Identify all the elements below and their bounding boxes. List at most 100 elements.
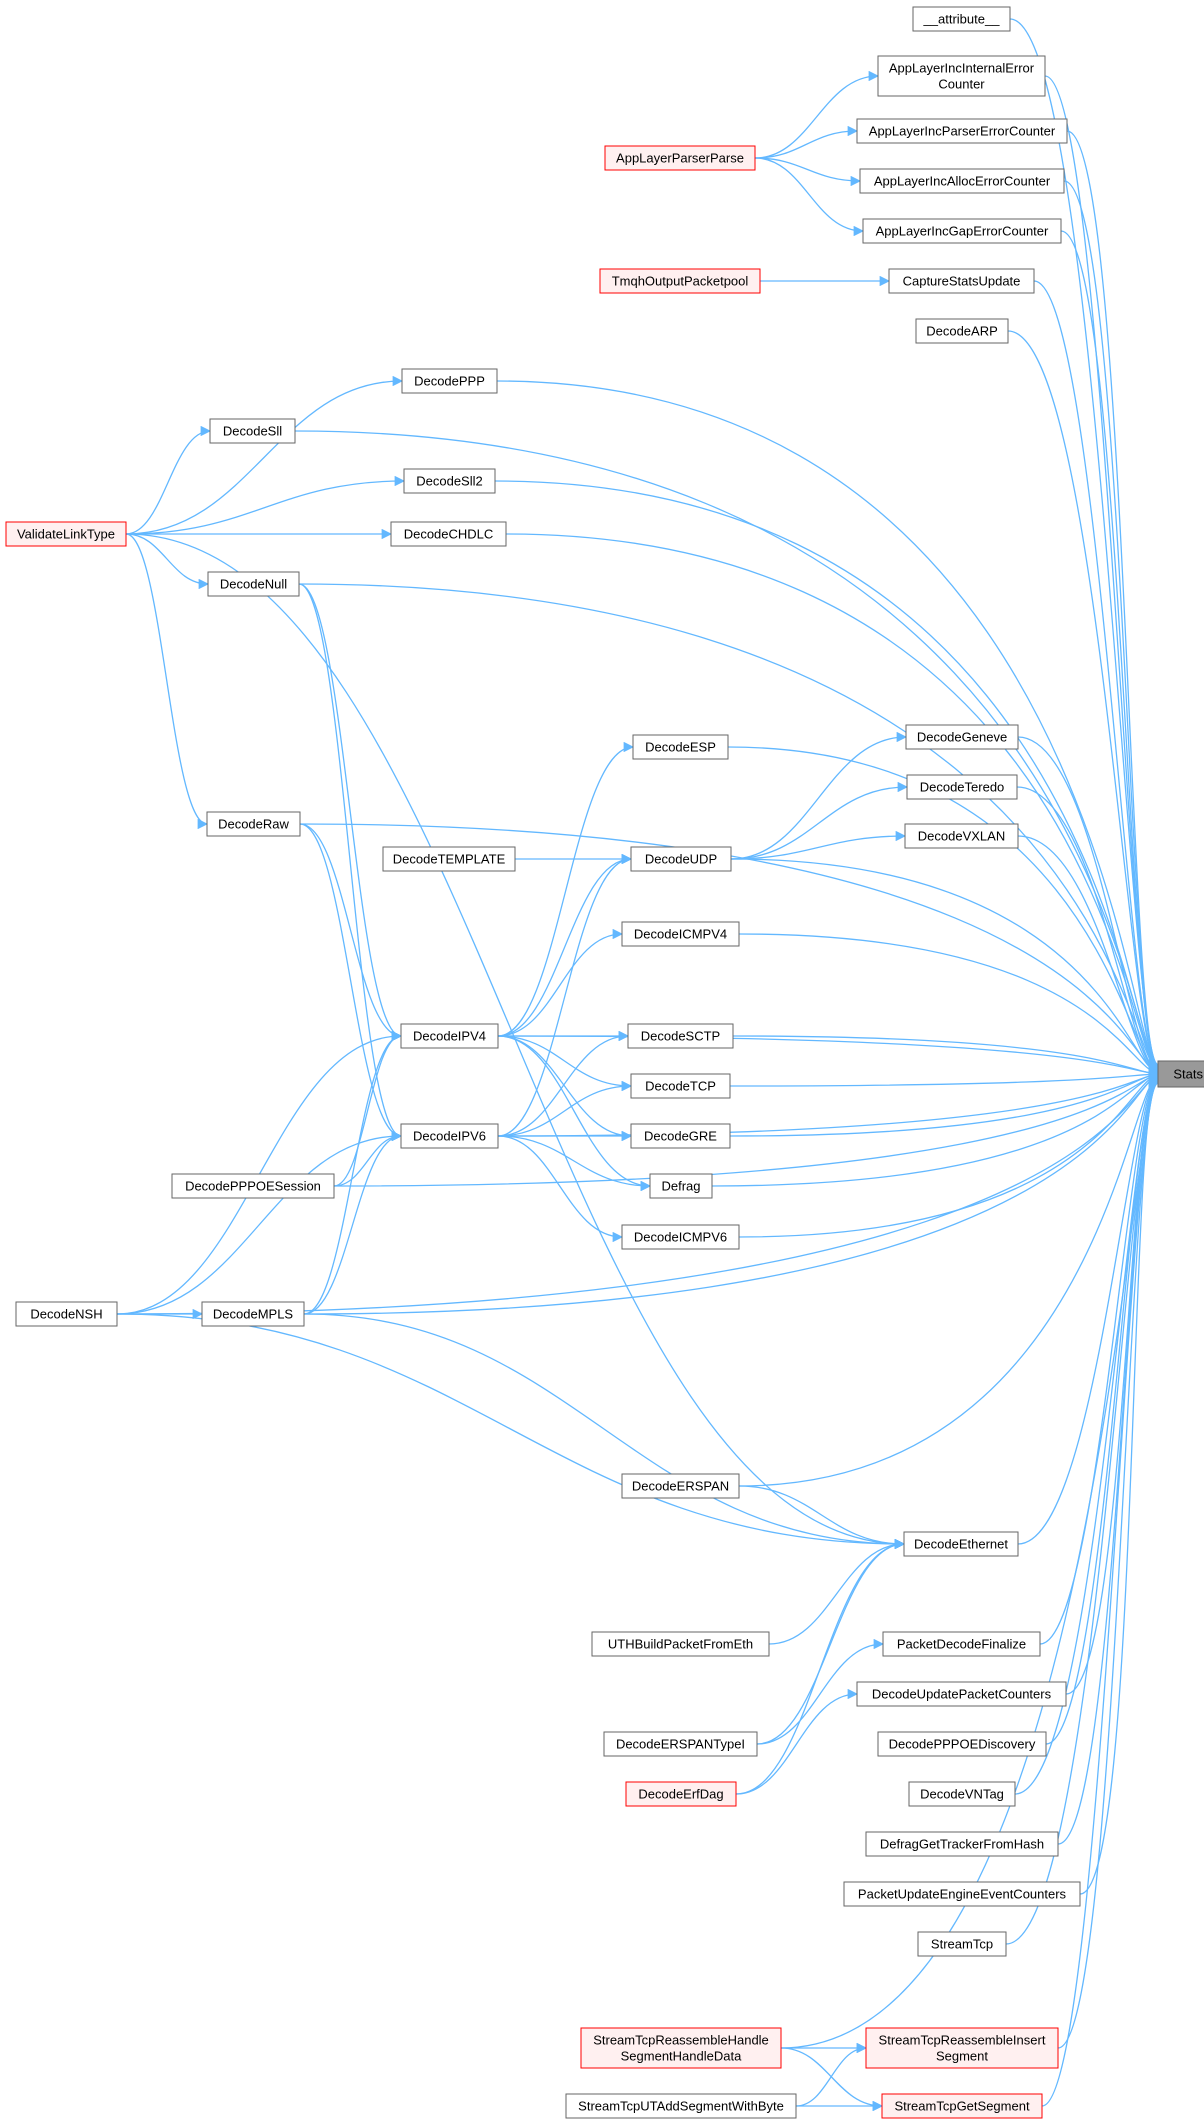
node-label: DecodeERSPANTypeI [616,1737,745,1752]
node-Defrag[interactable]: Defrag [649,1173,713,1199]
node-UTHBuildPacketFromEth[interactable]: UTHBuildPacketFromEth [591,1631,770,1657]
node-box [400,1123,499,1149]
node-label: DecodePPP [414,374,485,389]
node-DecodePPPOEDiscovery[interactable]: DecodePPPOEDiscovery [877,1731,1047,1757]
node-PacketDecodeFinalize[interactable]: PacketDecodeFinalize [882,1631,1041,1657]
node-label: DecodeSll2 [416,474,483,489]
node-DecodeCHDLC[interactable]: DecodeCHDLC [390,521,507,547]
node-DecodeNull[interactable]: DecodeNull [207,571,300,597]
edge-ValidateLinkType-to-DecodeNull [125,533,210,590]
node-label: DecodeCHDLC [404,527,494,542]
node-StreamTcp[interactable]: StreamTcp [917,1931,1007,1957]
edge-StreamTcpGetSegment-to-StatsIncr [1041,1078,1160,2107]
edge-StreamTcpUTAddSegmentWithByte-to-StreamTcpReassembleInsertSegment [795,2042,868,2107]
node-AppLayerIncParserErrorCounter[interactable]: AppLayerIncParserErrorCounter [856,118,1068,144]
node-DecodeEthernet[interactable]: DecodeEthernet [903,1531,1019,1557]
node-DecodePPPOESession[interactable]: DecodePPPOESession [171,1173,335,1199]
node-DecodeTEMPLATE[interactable]: DecodeTEMPLATE [382,846,516,872]
edge-AppLayerParserParse-to-AppLayerIncGapErrorCounter [754,157,865,237]
node-DecodeUDP[interactable]: DecodeUDP [630,846,732,872]
node-DecodePPP[interactable]: DecodePPP [401,368,498,394]
node-label: DecodeICMPV4 [634,927,727,942]
node-DecodeTeredo[interactable]: DecodeTeredo [906,774,1018,800]
node-label: DecodeICMPV6 [634,1230,727,1245]
node-attribute[interactable]: __attribute__ [912,6,1011,32]
node-box [627,1023,734,1049]
node-label: StreamTcpReassembleHandle [593,2033,769,2048]
node-label: AppLayerIncParserErrorCounter [869,124,1056,139]
edge-DecodePPP-to-StatsIncr [496,380,1160,1073]
node-box [904,823,1019,849]
node-label: DecodePPPOESession [185,1179,321,1194]
node-DecodeTCP[interactable]: DecodeTCP [630,1073,731,1099]
edge-StreamTcp-to-StatsIncr [1005,1076,1160,1945]
node-DecodeIPV4[interactable]: DecodeIPV4 [400,1023,499,1049]
node-DecodeESP[interactable]: DecodeESP [632,734,729,760]
node-TmqhOutputPacketpool[interactable]: TmqhOutputPacketpool [599,268,761,294]
node-box [859,168,1065,194]
node-DecodeSll2[interactable]: DecodeSll2 [403,468,496,494]
node-DecodeVXLAN[interactable]: DecodeVXLAN [904,823,1019,849]
node-box [888,268,1035,294]
node-DecodeIPV6[interactable]: DecodeIPV6 [400,1123,499,1149]
node-DecodeARP[interactable]: DecodeARP [915,318,1009,344]
node-label: AppLayerIncInternalError [889,61,1035,76]
edge-AppLayerParserParse-to-AppLayerIncParserErrorCounter [754,125,859,159]
node-DecodeERSPANTypeI[interactable]: DecodeERSPANTypeI [603,1731,758,1757]
edge-DecodeIPV4-to-StatsIncr [497,1035,1160,1079]
node-DecodeGRE[interactable]: DecodeGRE [630,1123,731,1149]
node-box [649,1173,713,1199]
node-StreamTcpUTAddSegmentWithByte[interactable]: StreamTcpUTAddSegmentWithByte [565,2093,797,2119]
node-box [599,268,761,294]
node-DefragGetTrackerFromHash[interactable]: DefragGetTrackerFromHash [865,1831,1059,1857]
node-StreamTcpReassembleHandleSegmentHandleData[interactable]: StreamTcpReassembleHandleSegmentHandleDa… [580,2027,782,2069]
node-label: CaptureStatsUpdate [903,274,1021,289]
edge-DecodeERSPAN-to-DecodeEthernet [738,1485,906,1550]
node-DecodeSCTP[interactable]: DecodeSCTP [627,1023,734,1049]
edge-DecodeIPV4-to-DecodeICMPV4 [497,928,624,1037]
node-DecodeNSH[interactable]: DecodeNSH [15,1301,118,1327]
node-box [630,1123,731,1149]
node-label: DecodeSll [223,424,282,439]
node-label: DecodeESP [645,740,716,755]
node-box [856,1681,1067,1707]
node-label: DecodeGRE [644,1129,717,1144]
node-box [621,1473,740,1499]
node-PacketUpdateEngineEventCounters[interactable]: PacketUpdateEngineEventCounters [843,1881,1081,1907]
node-DecodeMPLS[interactable]: DecodeMPLS [201,1301,305,1327]
edge-DecodeMPLS-to-DecodeEthernet [303,1313,906,1550]
node-DecodeGeneve[interactable]: DecodeGeneve [905,724,1019,750]
edge-DecodeTCP-to-StatsIncr [729,1068,1160,1087]
node-box [882,1631,1041,1657]
edge-DecodeNSH-to-DecodeEthernet [116,1313,906,1550]
node-ValidateLinkType[interactable]: ValidateLinkType [5,521,127,547]
node-DecodeICMPV4[interactable]: DecodeICMPV4 [621,921,740,947]
node-label: DecodeEthernet [914,1537,1008,1552]
node-AppLayerIncGapErrorCounter[interactable]: AppLayerIncGapErrorCounter [862,218,1062,244]
node-DecodeUpdatePacketCounters[interactable]: DecodeUpdatePacketCounters [856,1681,1067,1707]
node-DecodeVNTag[interactable]: DecodeVNTag [908,1781,1016,1807]
node-DecodeSll[interactable]: DecodeSll [209,418,296,444]
node-StreamTcpGetSegment[interactable]: StreamTcpGetSegment [881,2093,1043,2119]
node-DecodeERSPAN[interactable]: DecodeERSPAN [621,1473,740,1499]
node-DecodeICMPV6[interactable]: DecodeICMPV6 [621,1224,740,1250]
node-box [912,6,1011,32]
edge-ValidateLinkType-to-DecodeSll [125,425,212,535]
node-box [591,1631,770,1657]
node-AppLayerIncAllocErrorCounter[interactable]: AppLayerIncAllocErrorCounter [859,168,1065,194]
node-DecodeRaw[interactable]: DecodeRaw [206,811,301,837]
node-label: DecodeNull [220,577,287,592]
node-label: PacketDecodeFinalize [897,1637,1026,1652]
node-CaptureStatsUpdate[interactable]: CaptureStatsUpdate [888,268,1035,294]
edge-PacketDecodeFinalize-to-StatsIncr [1039,1074,1160,1645]
node-AppLayerParserParse[interactable]: AppLayerParserParse [604,145,756,171]
node-DecodeErfDag[interactable]: DecodeErfDag [625,1781,737,1807]
edge-DecodeEthernet-to-StatsIncr [1017,1073,1160,1545]
node-box [621,1224,740,1250]
node-label: ValidateLinkType [17,527,115,542]
node-label: DecodeSCTP [641,1029,720,1044]
node-StatsIncr[interactable]: StatsIncr [1157,1060,1204,1088]
edge-UTHBuildPacketFromEth-to-DecodeEthernet [768,1538,906,1645]
